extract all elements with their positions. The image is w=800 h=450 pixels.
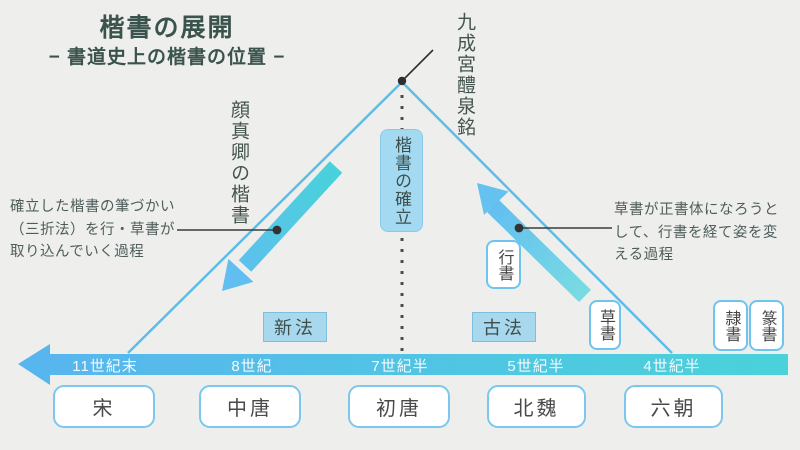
right-annotation-line-2: して、行書を経て姿を変 [614, 224, 778, 241]
method-box-koho: 古法 [472, 312, 536, 342]
left-annotation-line-2: （三折法）を行・草書が [10, 221, 175, 238]
timeline-label-11th-century: 11世紀末 [72, 358, 138, 375]
kaisho-establishment-label: 楷書の確立 [392, 135, 411, 226]
script-label-gyosho: 行書 [495, 248, 513, 281]
method-box-shinpo: 新法 [263, 312, 327, 342]
apex-callout-line [397, 49, 434, 86]
era-box-sou: 宋 [53, 385, 155, 428]
right-annotation-pointer [514, 223, 612, 233]
apex-label-kyuseikyu: 九成宮醴泉銘 [454, 12, 475, 138]
kaisho-establishment-box: 楷書の確立 [380, 129, 423, 232]
era-box-shoto: 初唐 [348, 385, 450, 428]
title-block: 楷書の展開 − 書道史上の楷書の位置 − [28, 12, 306, 72]
left-annotation-line-1: 確立した楷書の筆づかい [10, 199, 175, 215]
script-box-gyosho: 行書 [486, 240, 521, 289]
right-flow-arrow [477, 183, 591, 303]
timeline-label-5th-century: 5世紀半 [507, 358, 565, 375]
left-annotation-text: 確立した楷書の筆づかい （三折法）を行・草書が 取り込んでいく過程 [10, 196, 190, 264]
era-box-rikucho: 六朝 [624, 385, 723, 428]
timeline-label-4th-century: 4世紀半 [643, 358, 701, 375]
era-box-hokugi: 北魏 [487, 385, 586, 428]
script-box-reisho: 隷書 [713, 300, 748, 351]
page-title: 楷書の展開 [99, 14, 235, 42]
left-annotation-pointer [177, 225, 282, 235]
timeline-arrow-bar [18, 344, 788, 385]
script-box-sosho: 草書 [589, 300, 621, 350]
script-label-tensho: 篆書 [758, 309, 776, 342]
right-annotation-line-3: える過程 [614, 247, 674, 263]
left-flow-arrow [222, 161, 343, 291]
page-subtitle: − 書道史上の楷書の位置 − [48, 47, 286, 68]
era-box-chuto: 中唐 [199, 385, 301, 428]
script-label-sosho: 草書 [597, 309, 614, 341]
right-annotation-line-1: 草書が正書体になろうと [614, 202, 779, 218]
timeline-label-7th-century: 7世紀半 [371, 358, 429, 375]
label-ganshinkei-kaisho: 顔真卿の楷書 [228, 100, 249, 226]
timeline-label-8th-century: 8世紀 [231, 358, 273, 375]
left-annotation-line-3: 取り込んでいく過程 [10, 244, 145, 260]
right-annotation-text: 草書が正書体になろうと して、行書を経て姿を変 える過程 [614, 199, 800, 267]
script-label-reisho: 隷書 [722, 309, 740, 342]
triangle-slope-lines [127, 81, 673, 354]
script-box-tensho: 篆書 [749, 300, 784, 351]
